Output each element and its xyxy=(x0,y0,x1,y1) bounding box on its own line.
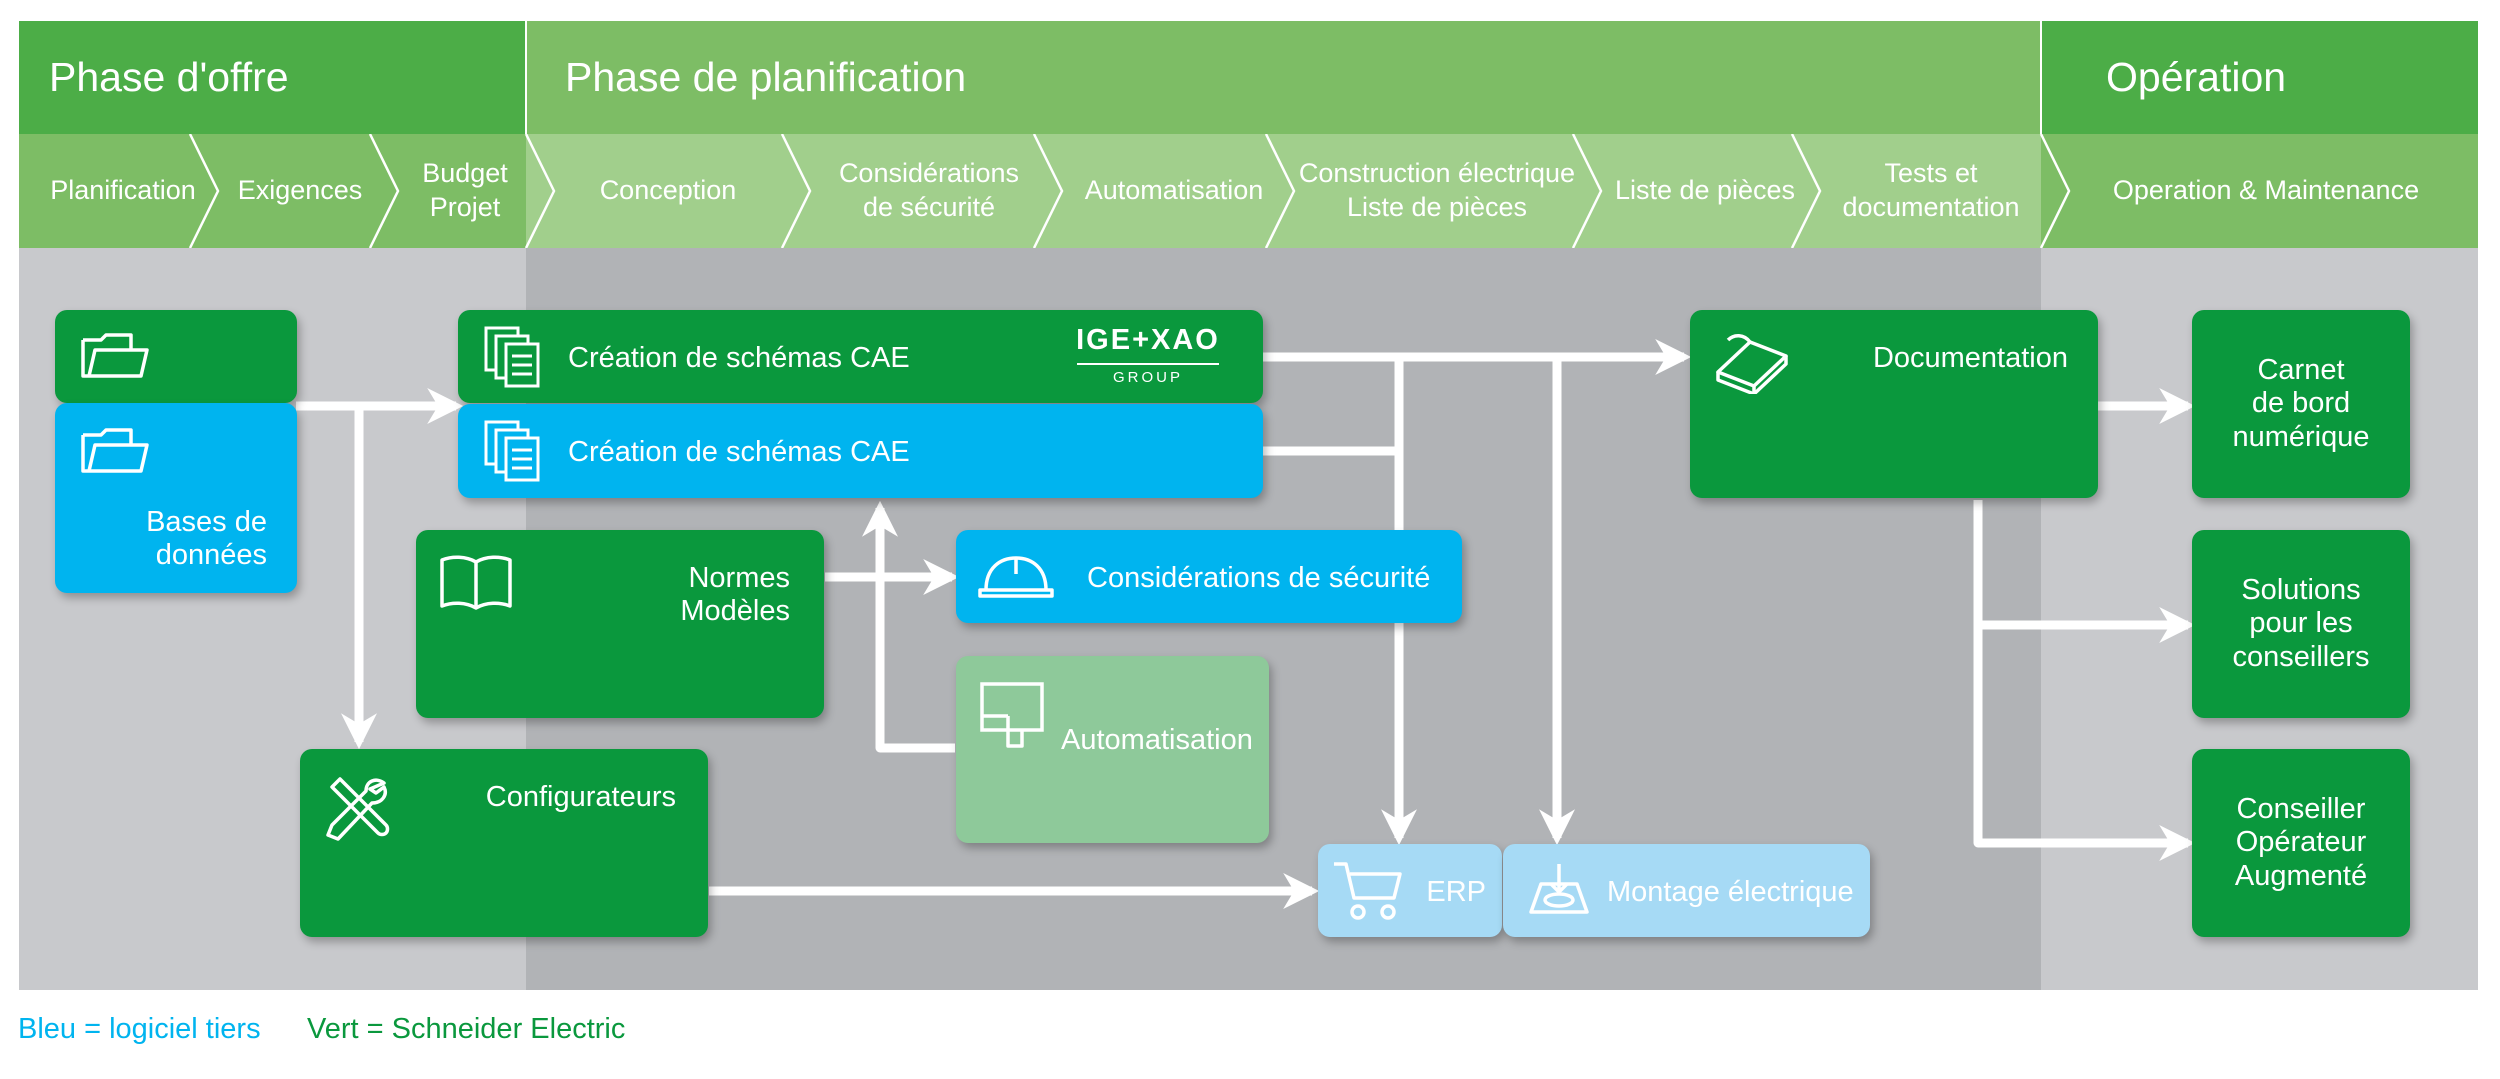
folder-open-icon xyxy=(81,333,149,378)
augmented-operator-box: Conseiller Opérateur Augmenté xyxy=(2192,749,2410,937)
step-label: Planification xyxy=(50,174,196,205)
security-label: Considérations de sécurité xyxy=(1087,562,1431,594)
step-label: Tests et documentation xyxy=(1842,157,2020,222)
cae-green-label: Création de schémas CAE xyxy=(568,342,910,374)
ige-xao-logo: IGE+XAO GROUP xyxy=(1073,324,1223,386)
cae-schematics-box-blue: Création de schémas CAE xyxy=(458,404,1263,498)
databases-label: Bases de données xyxy=(146,506,267,572)
folder-open-icon xyxy=(81,428,149,473)
step-planification: Planification xyxy=(30,134,216,247)
shopping-cart-icon xyxy=(1334,862,1402,920)
step-conception: Conception xyxy=(550,134,786,247)
security-considerations-box: Considérations de sécurité xyxy=(956,530,1462,623)
documentation-box: Documentation xyxy=(1690,310,2098,498)
cae-blue-label: Création de schémas CAE xyxy=(568,436,910,468)
step-label: Liste de pièces xyxy=(1614,174,1796,205)
phase-divider-left xyxy=(525,21,527,134)
folder-box-green xyxy=(55,310,297,403)
step-label: Exigences xyxy=(237,174,363,205)
cae-schematics-box-green: Création de schémas CAE IGE+XAO GROUP xyxy=(458,310,1263,403)
step-automatisation: Automatisation xyxy=(1062,134,1286,247)
phase-header-planification: Phase de planification xyxy=(527,21,2040,134)
erp-label: ERP xyxy=(1426,876,1486,908)
documents-icon xyxy=(484,326,540,388)
erp-box: ERP xyxy=(1318,844,1502,937)
step-label: Operation & Maintenance xyxy=(2112,174,2420,205)
phase-header-operation: Opération xyxy=(2042,21,2478,134)
step-considerations-securite: Considérations de sécurité xyxy=(806,134,1052,247)
assembly-label: Montage électrique xyxy=(1607,876,1854,908)
digital-logbook-box: Carnet de bord numérique xyxy=(2192,310,2410,498)
step-label: Automatisation xyxy=(1084,174,1264,205)
step-chevron-band xyxy=(19,134,2478,248)
phase-label: Phase de planification xyxy=(565,54,967,100)
open-book-icon xyxy=(440,555,512,610)
advisor-solutions-box: Solutions pour les conseillers xyxy=(2192,530,2410,718)
step-tests-documentation: Tests et documentation xyxy=(1820,134,2042,247)
documentation-label: Documentation xyxy=(1872,342,2068,374)
tools-icon xyxy=(326,777,390,841)
hard-hat-icon xyxy=(978,556,1054,598)
legend-third-party: Bleu = logiciel tiers xyxy=(18,1013,261,1045)
closed-book-icon xyxy=(1716,334,1788,394)
logo-text: IGE+XAO xyxy=(1076,324,1220,356)
step-liste-pieces: Liste de pièces xyxy=(1600,134,1810,247)
documents-icon xyxy=(484,420,540,482)
logo-divider xyxy=(1077,363,1219,365)
step-label: Considérations de sécurité xyxy=(838,157,1020,222)
phase-header-offre: Phase d'offre xyxy=(19,21,525,134)
databases-box: Bases de données xyxy=(55,403,297,593)
step-label: Budget Projet xyxy=(422,157,508,222)
step-construction-electrique: Construction électrique Liste de pièces xyxy=(1292,134,1582,247)
phase-divider-right xyxy=(2040,21,2042,134)
legend-schneider: Vert = Schneider Electric xyxy=(307,1013,626,1045)
normes-modeles-box: Normes Modèles xyxy=(416,530,824,718)
logo-subtext: GROUP xyxy=(1112,369,1183,386)
phase-label: Phase d'offre xyxy=(49,54,289,100)
automation-box: Automatisation xyxy=(956,656,1269,843)
step-label: Construction électrique Liste de pièces xyxy=(1298,157,1576,222)
normes-label: Normes Modèles xyxy=(680,562,790,628)
step-label: Conception xyxy=(599,174,737,205)
configurators-label: Configurateurs xyxy=(485,781,676,813)
step-exigences: Exigences xyxy=(210,134,390,247)
automation-label: Automatisation xyxy=(1061,724,1253,756)
electrical-assembly-box: Montage électrique xyxy=(1503,844,1870,937)
advisor-solutions-label: Solutions pour les conseillers xyxy=(2232,573,2370,673)
logbook-label: Carnet de bord numérique xyxy=(2232,353,2370,453)
step-budget-projet: Budget Projet xyxy=(395,134,535,247)
augmented-operator-label: Conseiller Opérateur Augmenté xyxy=(2234,792,2368,892)
configurators-box: Configurateurs xyxy=(300,749,708,937)
step-operation-maintenance: Operation & Maintenance xyxy=(2066,134,2466,247)
phase-label: Opération xyxy=(2106,54,2287,100)
monitor-icon xyxy=(980,682,1044,748)
assembly-icon xyxy=(1529,864,1589,914)
